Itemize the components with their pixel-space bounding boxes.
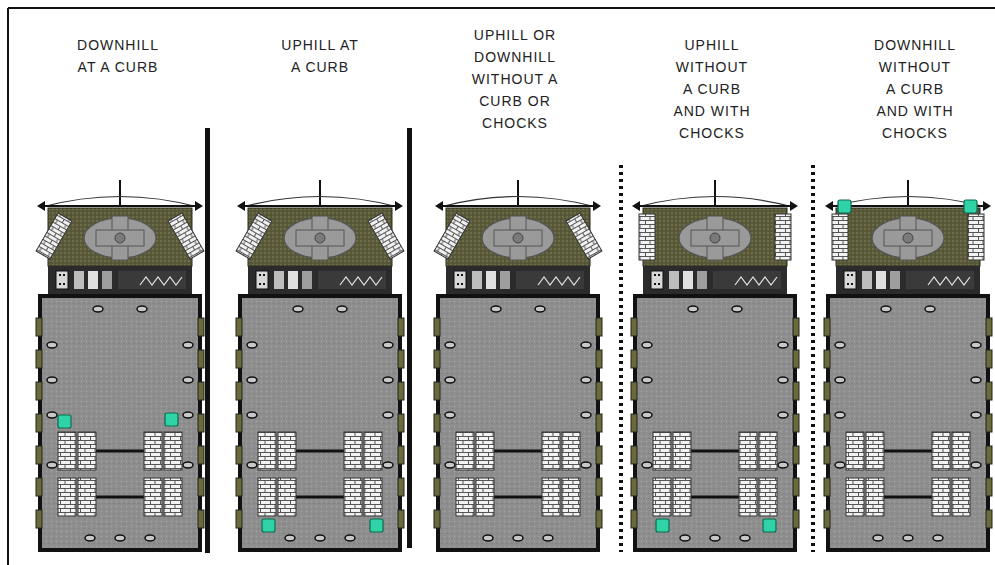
curb-line <box>205 128 210 553</box>
truck-uphill-chocks <box>631 180 799 550</box>
frame-line <box>8 7 995 9</box>
panel-heading: UPHILL WITHOUT A CURB AND WITH CHOCKS <box>673 34 751 144</box>
truck-no-curb-no-chocks <box>434 180 602 550</box>
truck-uphill-curb <box>236 180 404 550</box>
curb-line <box>407 128 412 548</box>
panel-heading: UPHILL OR DOWNHILL WITHOUT A CURB OR CHO… <box>471 24 559 134</box>
divider-dotted <box>811 165 815 552</box>
panel-heading: DOWNHILL WITHOUT A CURB AND WITH CHOCKS <box>872 34 958 144</box>
truck-downhill-chocks <box>824 180 992 550</box>
divider-dotted <box>619 165 623 552</box>
panel-heading: UPHILL AT A CURB <box>278 34 362 78</box>
truck-downhill-curb <box>36 180 204 550</box>
panel-heading: DOWNHILL AT A CURB <box>68 34 168 78</box>
frame-line <box>7 8 9 565</box>
wheel-chocks <box>58 200 977 532</box>
